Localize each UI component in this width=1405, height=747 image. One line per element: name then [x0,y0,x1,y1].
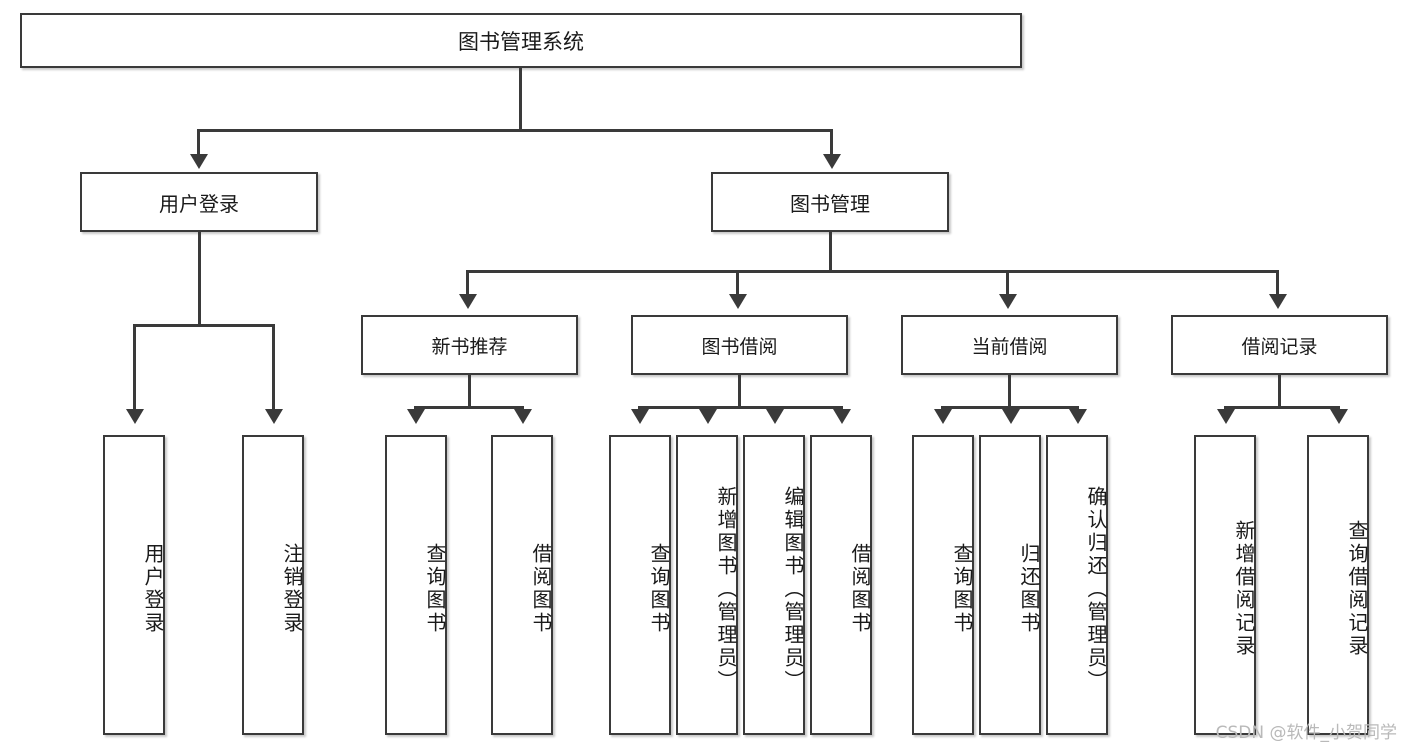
leaf-return-book[interactable]: 归还图书 [979,435,1041,735]
node-label: 注销登录 [280,543,304,635]
arrowhead-confirm-return [1069,409,1087,424]
leaf-user-logout[interactable]: 注销登录 [242,435,304,735]
node-root-system[interactable]: 图书管理系统 [20,13,1022,68]
connector-drop-current-borrow [1006,270,1009,296]
arrowhead-add-record [1217,409,1235,424]
leaf-borrow-book-2[interactable]: 借阅图书 [810,435,872,735]
arrowhead-leaf-user-logout [265,409,283,424]
node-book-borrow[interactable]: 图书借阅 [631,315,848,375]
leaf-add-record[interactable]: 新增借阅记录 [1194,435,1256,735]
node-label: 新增图书（管理员） [714,485,738,693]
connector-nbr-stem [468,375,471,409]
connector-drop-book-manage [830,129,833,156]
node-label: 编辑图书（管理员） [781,485,805,693]
arrowhead-query-book-2 [631,409,649,424]
node-label: 借阅记录 [1241,335,1318,358]
arrowhead-borrow-record [1269,294,1287,309]
connector-root-stem [519,68,522,131]
node-label: 当前借阅 [971,335,1048,358]
arrowhead-query-book-1 [407,409,425,424]
leaf-query-book-1[interactable]: 查询图书 [385,435,447,735]
arrowhead-return-book [1002,409,1020,424]
node-borrow-record[interactable]: 借阅记录 [1171,315,1388,375]
arrowhead-book-borrow [729,294,747,309]
arrowhead-leaf-user-login [126,409,144,424]
arrowhead-add-book [699,409,717,424]
arrowhead-user-login [190,154,208,169]
node-label: 借阅图书 [529,543,553,635]
node-label: 用户登录 [141,543,165,635]
node-label: 图书管理系统 [458,29,584,54]
node-new-book-recommend[interactable]: 新书推荐 [361,315,578,375]
leaf-query-book-3[interactable]: 查询图书 [912,435,974,735]
node-label: 查询借阅记录 [1345,520,1369,658]
node-label: 新增借阅记录 [1232,520,1256,658]
leaf-confirm-return[interactable]: 确认归还（管理员） [1046,435,1108,735]
connector-drop-borrow-record [1276,270,1279,296]
arrowhead-new-book-recommend [459,294,477,309]
node-current-borrow[interactable]: 当前借阅 [901,315,1118,375]
arrowhead-borrow-book-2 [833,409,851,424]
node-label: 用户登录 [159,191,239,216]
connector-user-login-bus [133,324,275,327]
node-label: 图书管理 [790,191,870,216]
connector-root-bus [197,129,833,132]
arrowhead-current-borrow [999,294,1017,309]
connector-br-stem [1278,375,1281,409]
connector-nbr-bus [414,406,524,409]
connector-cb-stem [1008,375,1011,409]
node-label: 归还图书 [1017,543,1041,635]
connector-drop-leaf-user-logout [272,324,275,411]
connector-book-manage-bus [466,270,1278,273]
leaf-query-record[interactable]: 查询借阅记录 [1307,435,1369,735]
connector-drop-book-borrow [736,270,739,296]
connector-drop-new-book-recommend [466,270,469,296]
connector-drop-user-login [197,129,200,156]
arrowhead-book-manage [823,154,841,169]
arrowhead-query-book-3 [934,409,952,424]
connector-user-login-stem [198,232,201,327]
leaf-user-login[interactable]: 用户登录 [103,435,165,735]
node-book-manage[interactable]: 图书管理 [711,172,949,232]
node-user-login[interactable]: 用户登录 [80,172,318,232]
leaf-add-book[interactable]: 新增图书（管理员） [676,435,738,735]
node-label: 图书借阅 [701,335,778,358]
leaf-edit-book[interactable]: 编辑图书（管理员） [743,435,805,735]
node-label: 新书推荐 [431,335,508,358]
arrowhead-edit-book [766,409,784,424]
connector-bb-bus [638,406,842,409]
node-label: 确认归还（管理员） [1084,485,1108,693]
connector-drop-leaf-user-login [133,324,136,411]
leaf-query-book-2[interactable]: 查询图书 [609,435,671,735]
leaf-borrow-book-1[interactable]: 借阅图书 [491,435,553,735]
node-label: 查询图书 [647,543,671,635]
arrowhead-query-record [1330,409,1348,424]
connector-book-manage-stem [829,232,832,272]
node-label: 查询图书 [423,543,447,635]
arrowhead-borrow-book-1 [514,409,532,424]
connector-br-bus [1224,406,1340,409]
node-label: 查询图书 [950,543,974,635]
connector-bb-stem [738,375,741,409]
node-label: 借阅图书 [848,543,872,635]
